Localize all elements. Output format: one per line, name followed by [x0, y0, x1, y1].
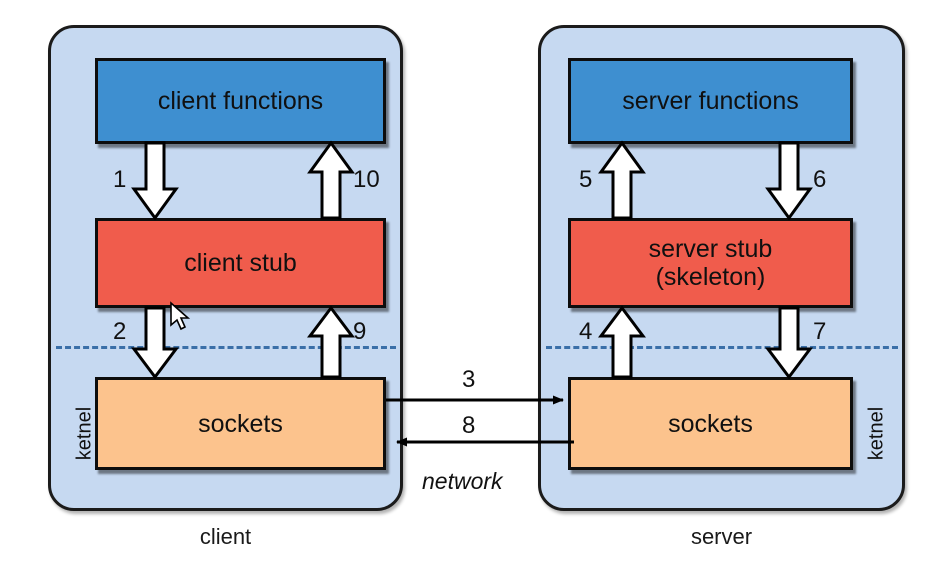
arrow-step-10: [307, 140, 355, 220]
server-stub-label-line1: server stub: [648, 235, 773, 263]
arrow-step-2: [131, 306, 179, 380]
arrow-step-9: [307, 305, 355, 379]
arrow-step-6: [765, 141, 813, 221]
network-links: [386, 395, 574, 447]
client-functions-label: client functions: [157, 87, 324, 115]
server-functions-label: server functions: [622, 87, 799, 115]
step-label-10: 10: [353, 166, 380, 193]
step-label-6: 6: [813, 166, 827, 193]
mouse-cursor: [170, 301, 191, 331]
server-sockets-label: sockets: [668, 409, 753, 438]
server-stub-label-line2: (skeleton): [655, 263, 766, 291]
client-sockets-label: sockets: [198, 409, 283, 438]
client-functions-box: client functions: [95, 58, 386, 144]
arrow-step-4: [598, 305, 646, 379]
step-label-7: 7: [813, 318, 827, 345]
step-label-4: 4: [579, 318, 593, 345]
arrow-step-5: [598, 140, 646, 220]
arrow-step-1: [131, 141, 179, 221]
step-label-1: 1: [113, 166, 127, 193]
client-stub-box: client stub: [95, 218, 386, 308]
server-kernel-label: ketnel: [865, 406, 888, 461]
client-sockets-box: sockets: [95, 377, 386, 470]
network-label: network: [422, 468, 503, 494]
step-label-2: 2: [113, 318, 127, 345]
server-kernel-boundary: [546, 346, 898, 349]
network-reply-step-label: 8: [462, 412, 476, 439]
step-label-9: 9: [353, 318, 367, 345]
server-stub-box: server stub (skeleton): [568, 218, 853, 308]
server-panel-label: server: [690, 524, 753, 549]
client-kernel-boundary: [56, 346, 396, 349]
client-stub-label: client stub: [184, 249, 297, 277]
server-functions-box: server functions: [568, 58, 853, 144]
client-kernel-label: ketnel: [73, 406, 96, 461]
arrow-step-7: [765, 306, 813, 380]
server-sockets-box: sockets: [568, 377, 853, 470]
step-label-5: 5: [579, 166, 593, 193]
client-panel-label: client: [199, 524, 252, 549]
network-request-step-label: 3: [462, 366, 476, 393]
